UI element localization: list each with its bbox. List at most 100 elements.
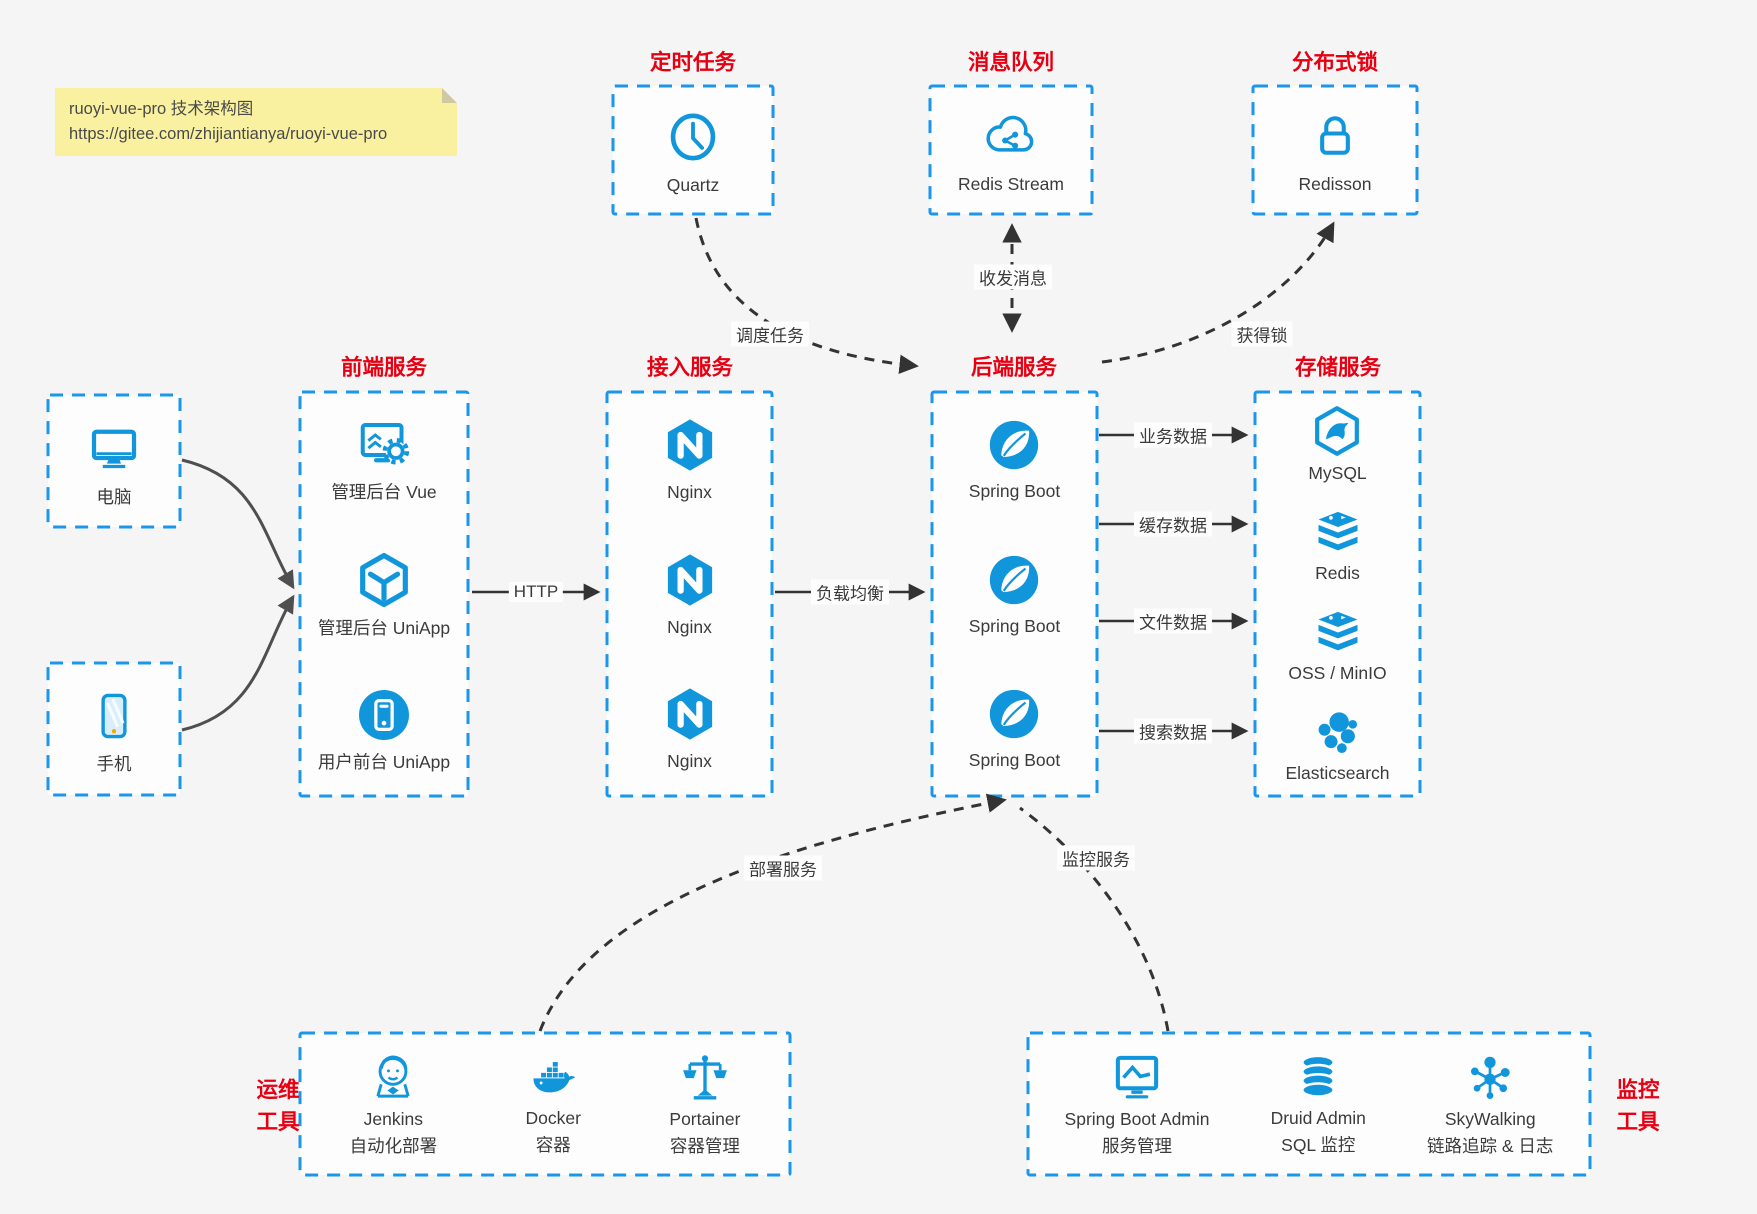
redisson-box: Redisson bbox=[1253, 86, 1417, 214]
title-distributed-lock: 分布式锁 bbox=[1291, 50, 1379, 75]
title-frontend: 前端服务 bbox=[340, 355, 428, 380]
lock-icon bbox=[1307, 109, 1363, 165]
nginx-icon bbox=[660, 684, 720, 744]
quartz-box: Quartz bbox=[613, 86, 773, 214]
cloud-stream-icon bbox=[981, 109, 1041, 165]
monitoring-item-skywalking: SkyWalking 链路追踪 & 日志 bbox=[1427, 1050, 1553, 1158]
monitoring-item-sba: Spring Boot Admin 服务管理 bbox=[1065, 1050, 1210, 1158]
edge-label-deploy: 部署服务 bbox=[744, 855, 822, 881]
nginx-icon bbox=[660, 415, 720, 475]
storage-item-label: MySQL bbox=[1308, 463, 1367, 484]
backend-item-springboot-2: Spring Boot bbox=[969, 551, 1060, 638]
title-message-queue: 消息队列 bbox=[967, 50, 1055, 75]
backend-item-label: Spring Boot bbox=[968, 480, 1061, 501]
frontend-item-user-uniapp: 用户前台 UniApp bbox=[318, 685, 450, 774]
elasticsearch-icon bbox=[1309, 707, 1365, 759]
edge-label-load-balance: 负载均衡 bbox=[811, 579, 889, 605]
monitoring-item-sub: 服务管理 bbox=[1102, 1136, 1173, 1156]
edge-label-business: 业务数据 bbox=[1134, 422, 1212, 448]
gateway-item-label: Nginx bbox=[667, 616, 712, 637]
monitoring-item-sub: SQL 监控 bbox=[1281, 1135, 1356, 1155]
backend-box: Spring Boot Spring Boot Spring Boot bbox=[932, 392, 1097, 796]
gateway-item-nginx-3: Nginx bbox=[660, 684, 720, 773]
spring-boot-icon bbox=[985, 416, 1043, 474]
edge-label-schedule: 调度任务 bbox=[731, 321, 809, 347]
monitoring-title-line1: 监控 bbox=[1616, 1077, 1660, 1102]
title-monitoring-tools: 监控 工具 bbox=[1616, 1074, 1659, 1139]
title-ops-tools: 运维 工具 bbox=[256, 1074, 299, 1139]
edge-label-search: 搜索数据 bbox=[1134, 718, 1212, 744]
desktop-icon bbox=[82, 418, 146, 478]
frontend-item-label: 管理后台 Vue bbox=[331, 481, 437, 502]
topology-icon bbox=[1463, 1050, 1517, 1104]
ops-item-sub: 自动化部署 bbox=[349, 1136, 438, 1156]
ops-title-line2: 工具 bbox=[256, 1110, 300, 1134]
title-backend: 后端服务 bbox=[970, 355, 1058, 380]
user-app-icon bbox=[354, 685, 414, 745]
monitoring-title-line2: 工具 bbox=[1616, 1110, 1660, 1134]
gateway-box: Nginx Nginx Nginx bbox=[607, 392, 772, 796]
title-storage: 存储服务 bbox=[1294, 355, 1382, 380]
ops-item-jenkins: Jenkins 自动化部署 bbox=[349, 1050, 438, 1158]
edge-label-message: 收发消息 bbox=[974, 264, 1052, 290]
storage-item-elasticsearch: Elasticsearch bbox=[1285, 707, 1390, 785]
docker-icon bbox=[524, 1051, 582, 1103]
arrow-monitor bbox=[1019, 806, 1170, 1032]
ops-item-sub: 容器 bbox=[535, 1135, 571, 1155]
monitoring-item-druid: Druid Admin SQL 监控 bbox=[1271, 1051, 1366, 1157]
ops-box-border bbox=[298, 1031, 792, 1177]
gateway-item-label: Nginx bbox=[667, 751, 712, 772]
ops-item-name: Docker bbox=[525, 1108, 581, 1129]
quartz-box-border bbox=[611, 84, 775, 216]
arrow-pc-to-frontend bbox=[181, 458, 295, 590]
arrow-deploy bbox=[538, 793, 1007, 1032]
phone-box: 手机 bbox=[48, 663, 180, 795]
mysql-icon bbox=[1309, 403, 1365, 459]
ops-title-line1: 运维 bbox=[256, 1077, 300, 1102]
database-icon bbox=[1291, 1051, 1345, 1103]
storage-item-label: Elasticsearch bbox=[1285, 763, 1390, 784]
admin-vue-icon bbox=[351, 415, 417, 475]
gateway-item-label: Nginx bbox=[667, 481, 712, 502]
arrow-schedule-task bbox=[694, 217, 919, 374]
phone-label: 手机 bbox=[96, 753, 132, 774]
backend-item-springboot-3: Spring Boot bbox=[969, 685, 1060, 772]
ops-box: Jenkins 自动化部署 Docker 容器 Portainer 容器管理 bbox=[300, 1033, 790, 1175]
gateway-item-nginx-1: Nginx bbox=[660, 415, 720, 504]
spring-boot-icon bbox=[985, 685, 1043, 743]
frontend-item-label: 管理后台 UniApp bbox=[317, 617, 451, 638]
storage-item-label: OSS / MinIO bbox=[1288, 663, 1387, 684]
oss-icon bbox=[1310, 607, 1366, 659]
edge-label-cache: 缓存数据 bbox=[1134, 511, 1212, 537]
edge-label-lock: 获得锁 bbox=[1231, 321, 1293, 347]
backend-item-springboot-1: Spring Boot bbox=[969, 416, 1060, 503]
edge-label-file: 文件数据 bbox=[1134, 608, 1212, 634]
frontend-item-label: 用户前台 UniApp bbox=[317, 751, 451, 772]
monitoring-item-sub: 链路追踪 & 日志 bbox=[1427, 1136, 1554, 1156]
redis-stream-label: Redis Stream bbox=[957, 173, 1064, 194]
monitoring-item-name: SkyWalking bbox=[1444, 1109, 1536, 1130]
storage-box: MySQL Redis OSS / MinIO Elasticsearch bbox=[1255, 392, 1420, 796]
ops-item-sub: 容器管理 bbox=[669, 1136, 740, 1156]
storage-box-border bbox=[1253, 390, 1422, 798]
frontend-item-admin-vue: 管理后台 Vue bbox=[331, 415, 437, 504]
storage-item-redis: Redis bbox=[1310, 507, 1366, 585]
storage-item-mysql: MySQL bbox=[1308, 403, 1367, 485]
redis-icon bbox=[1310, 507, 1366, 559]
ops-item-docker: Docker 容器 bbox=[524, 1051, 582, 1157]
pc-box: 电脑 bbox=[48, 395, 180, 527]
storage-item-label: Redis bbox=[1315, 563, 1360, 584]
storage-item-oss: OSS / MinIO bbox=[1288, 607, 1387, 685]
nginx-icon bbox=[660, 550, 720, 610]
edge-label-monitor: 监控服务 bbox=[1057, 845, 1135, 871]
gateway-item-nginx-2: Nginx bbox=[660, 550, 720, 639]
ops-item-name: Portainer bbox=[669, 1109, 741, 1130]
redisson-label: Redisson bbox=[1298, 173, 1372, 194]
backend-item-label: Spring Boot bbox=[968, 750, 1061, 771]
quartz-label: Quartz bbox=[666, 174, 720, 195]
clock-icon bbox=[664, 108, 722, 166]
note-url: https://gitee.com/zhijiantianya/ruoyi-vu… bbox=[69, 124, 388, 143]
monitoring-box-border bbox=[1026, 1031, 1592, 1177]
monitoring-item-name: Spring Boot Admin bbox=[1064, 1109, 1210, 1130]
